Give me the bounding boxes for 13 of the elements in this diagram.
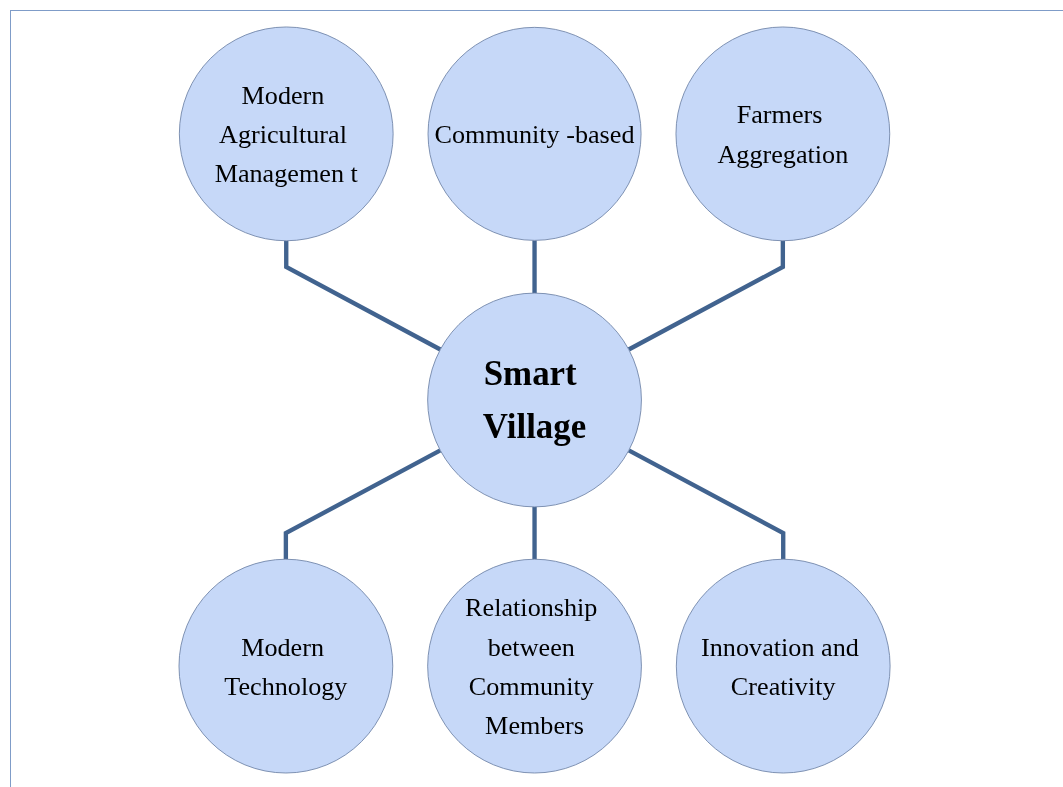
- connector: [532, 506, 538, 560]
- node-circle: Modern Agricultural Managemen t: [179, 26, 394, 242]
- node-circle: Farmers Aggregation: [676, 26, 891, 242]
- node-circle: Relationship between Community Members: [427, 558, 643, 774]
- connector: [628, 448, 786, 560]
- node-circle: Innovation and Creativity: [676, 558, 891, 774]
- connector: [284, 240, 442, 352]
- connector: [284, 448, 442, 560]
- node-circle: Community -based: [428, 26, 642, 241]
- node-circle: Smart Village: [427, 292, 643, 508]
- connector: [532, 240, 538, 294]
- connector: [628, 240, 786, 352]
- node-circle: Modern Technology: [179, 558, 394, 774]
